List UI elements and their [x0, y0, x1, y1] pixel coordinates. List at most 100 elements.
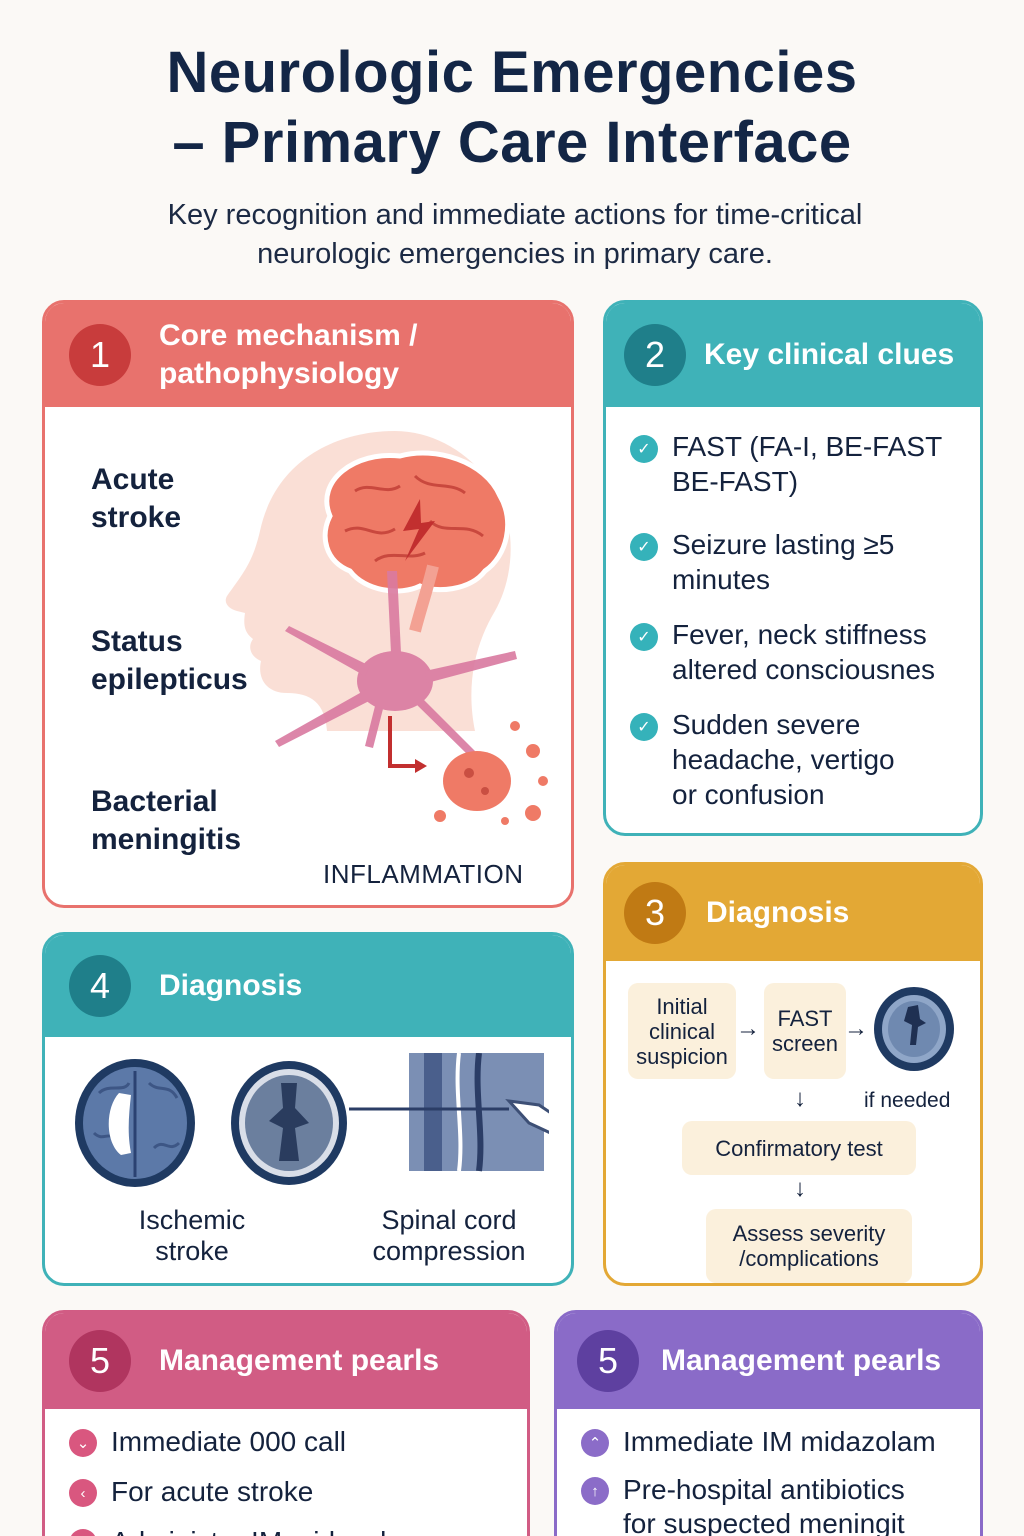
check-circle-icon: ✓ [630, 713, 658, 741]
caption-line: stroke [155, 1236, 229, 1266]
pearl-line: for suspected meningit [623, 1508, 905, 1536]
pearl-item: ↑ Pre-hospital antibiotics for suspected… [581, 1473, 905, 1536]
brain-scan-ischemic-icon [75, 1059, 195, 1187]
pearl-item: ⌄ Immediate 000 call [69, 1425, 346, 1459]
arrow-down-icon: ↓ [794, 1175, 806, 1202]
label-bacterial-meningitis: Bacterial meningitis [91, 783, 241, 859]
caption-spinal-cord-compression: Spinal cord compression [359, 1205, 539, 1267]
brain-scan-ct-icon [231, 1061, 347, 1185]
card-title: Management pearls [159, 1344, 440, 1377]
pearl-item: › Administer IM midazolam [69, 1525, 425, 1536]
card-core-mechanism: 1 Core mechanism / pathophysiology Acute… [42, 300, 574, 908]
title-line-2: – Primary Care Interface [172, 110, 852, 175]
flow-line: Initial [656, 993, 708, 1019]
clue-item: ✓ Fever, neck stiffness altered consciou… [630, 617, 980, 687]
clue-line: altered consciousnes [672, 654, 936, 685]
arrow-icon [388, 716, 420, 768]
check-circle-icon: ✓ [630, 623, 658, 651]
card-management-pearls-pink: 5 Management pearls ⌄ Immediate 000 call… [42, 1310, 530, 1536]
caption-line: Spinal cord [381, 1205, 517, 1235]
clue-text: FAST (FA-I, BE-FAST BE-FAST) [672, 429, 980, 499]
label-acute-stroke: Acute stroke [91, 461, 181, 537]
arrow-down-icon: ↓ [794, 1085, 806, 1112]
card-number-badge: 2 [624, 324, 686, 386]
clue-line: Seizure lasting ≥5 [672, 529, 895, 560]
flow-line: screen [771, 1031, 839, 1056]
card-key-clinical-clues: 2 Key clinical clues ✓ FAST (FA-I, BE-FA… [603, 300, 983, 836]
clue-item: ✓ FAST (FA-I, BE-FAST BE-FAST) [630, 429, 980, 499]
subtitle-line-2: neurologic emergencies in primary care. [257, 238, 773, 270]
imaging-illustration [75, 1053, 549, 1187]
card-number-badge: 1 [69, 324, 131, 386]
card-title-line-1: Core mechanism / [159, 319, 418, 352]
neuron-icon [275, 571, 517, 756]
clue-line: minutes [672, 564, 771, 595]
page-subtitle: Key recognition and immediate actions fo… [60, 196, 970, 274]
card-header: 5 Management pearls [557, 1313, 980, 1409]
spinal-cord-icon [349, 1053, 549, 1172]
flow-line: suspicion [636, 1043, 728, 1069]
card-number-badge: 5 [577, 1330, 639, 1392]
card-title: Key clinical clues [704, 338, 955, 371]
clue-item: ✓ Seizure lasting ≥5 minutes [630, 527, 980, 597]
label-line: meningitis [91, 823, 242, 856]
flow-line: FAST [777, 1006, 833, 1031]
clue-line: FAST (FA-I, BE-FAST [672, 431, 943, 462]
chevron-circle-icon: ⌃ [581, 1429, 609, 1457]
card-title: Diagnosis [159, 969, 303, 1002]
pearl-text: Pre-hospital antibiotics for suspected m… [623, 1473, 905, 1536]
brain-icon [322, 450, 511, 633]
page-title: Neurologic Emergencies – Primary Care In… [0, 38, 1024, 178]
check-circle-icon: ✓ [630, 533, 658, 561]
flow-step-initial-suspicion: Initial clinical suspicion [628, 983, 736, 1079]
flow-step-fast-screen: FAST screen [764, 983, 846, 1079]
arrow-right-icon: → [844, 1015, 868, 1042]
clue-line: BE-FAST) [672, 466, 799, 497]
clue-line: or confusion [672, 779, 825, 810]
flow-line: Assess severity [732, 1221, 886, 1246]
label-line: Status [91, 625, 183, 658]
card-management-pearls-purple: 5 Management pearls ⌃ Immediate IM midaz… [554, 1310, 983, 1536]
card-title: Management pearls [661, 1344, 942, 1377]
card-number-badge: 3 [624, 882, 686, 944]
clue-text: Seizure lasting ≥5 minutes [672, 527, 980, 597]
subtitle-line-1: Key recognition and immediate actions fo… [167, 199, 863, 231]
flow-step-confirmatory-test: Confirmatory test [682, 1121, 916, 1175]
card-header: 5 Management pearls [45, 1313, 527, 1409]
card-title-line-2: pathophysiology [159, 357, 399, 390]
ct-scan-icon [874, 987, 954, 1071]
title-line-1: Neurologic Emergencies [166, 40, 858, 105]
chevron-circle-icon: ‹ [69, 1479, 97, 1507]
label-line: stroke [91, 501, 182, 534]
flow-line: /complications [739, 1246, 879, 1271]
clue-text: Fever, neck stiffness altered consciousn… [672, 617, 980, 687]
pearl-text: For acute stroke [111, 1476, 314, 1507]
bacterium-icon [434, 721, 548, 825]
card-number-badge: 5 [69, 1330, 131, 1392]
clue-line: headache, vertigo [672, 744, 895, 775]
pearl-text: Administer IM midazolam [111, 1525, 425, 1536]
arrow-right-icon: → [736, 1015, 760, 1042]
caption-ischemic-stroke: Ischemic stroke [115, 1205, 269, 1267]
pearl-text: Immediate IM midazolam [623, 1426, 936, 1457]
inflammation-caption: INFLAMMATION [323, 859, 524, 889]
chevron-circle-icon: ⌄ [69, 1429, 97, 1457]
card-title: Diagnosis [706, 896, 850, 929]
pearl-line: Pre-hospital antibiotics [623, 1474, 905, 1505]
clue-item: ✓ Sudden severe headache, vertigo or con… [630, 707, 980, 812]
clue-line: Fever, neck stiffness [672, 619, 927, 650]
pearl-item: ⌃ Immediate IM midazolam [581, 1425, 936, 1459]
caption-line: compression [372, 1236, 526, 1266]
pearl-item: ‹ For acute stroke [69, 1475, 313, 1509]
card-header: 4 Diagnosis [45, 935, 571, 1037]
pearl-text: Immediate 000 call [111, 1426, 347, 1457]
chevron-circle-icon: ↑ [581, 1477, 609, 1505]
chevron-circle-icon: › [69, 1529, 97, 1536]
card-diagnosis-imaging: 4 Diagnosis Ischemic stroke Spi [42, 932, 574, 1286]
label-line: Bacterial [91, 785, 218, 818]
if-needed-note: if needed [864, 1089, 951, 1112]
card-number-badge: 4 [69, 955, 131, 1017]
card-header: 1 Core mechanism / pathophysiology [45, 303, 571, 407]
card-diagnosis-flow: 3 Diagnosis Initial clinical suspicion →… [603, 862, 983, 1286]
flow-step-assess-severity: Assess severity /complications [706, 1209, 912, 1283]
